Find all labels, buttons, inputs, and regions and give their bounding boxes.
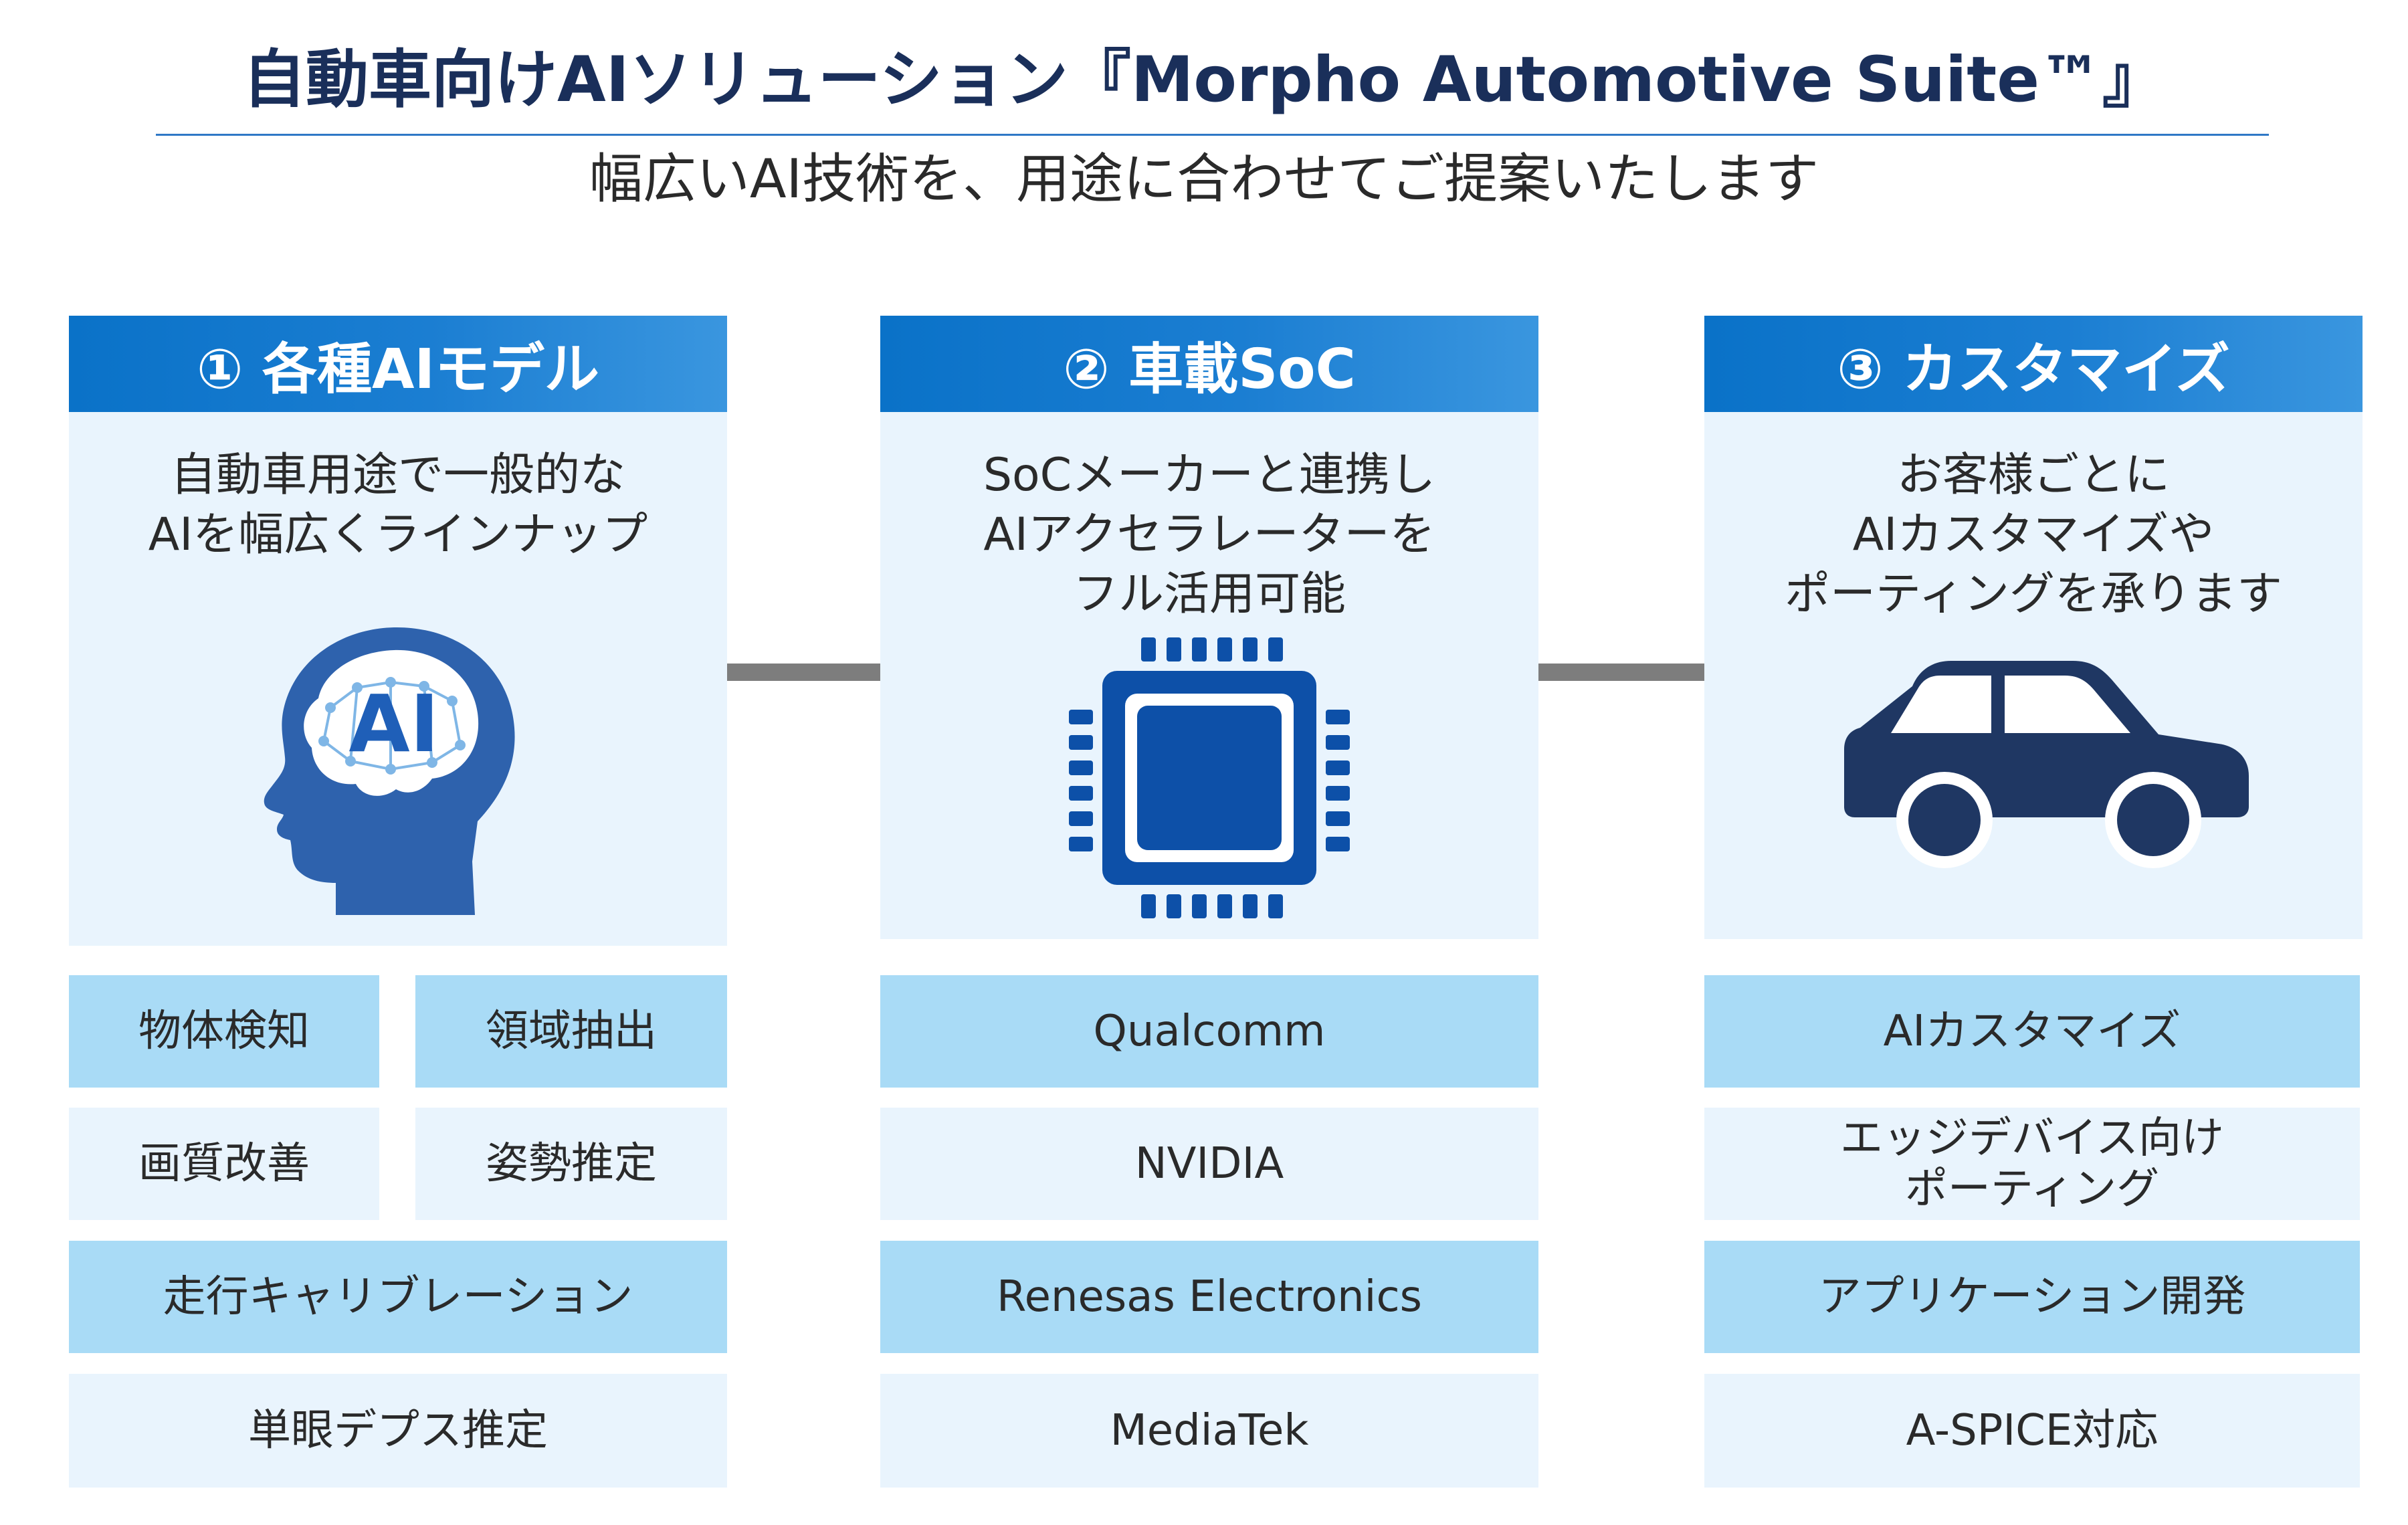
ai-brain-head-icon: AI xyxy=(264,627,515,915)
car-icon xyxy=(1844,661,2249,868)
page-title: 自動車向けAIソリューション『Morpho Automotive Suite™』 xyxy=(243,43,2165,116)
connector-line xyxy=(727,664,880,681)
customize-item-application-development: アプリケーション開発 xyxy=(1704,1241,2360,1353)
title-divider xyxy=(156,134,2269,136)
soc-description: SoCメーカーと連携し AIアクセラレーターを フル活用可能 xyxy=(880,445,1538,624)
ai-brain-label: AI xyxy=(348,678,439,770)
customize-description: お客様ごとに AIカスタマイズや ポーティングを承ります xyxy=(1704,445,2363,624)
soc-item-renesas: Renesas Electronics xyxy=(880,1241,1538,1353)
chip-icon xyxy=(1069,637,1350,918)
customize-item-edge-porting: エッジデバイス向け ポーティング xyxy=(1704,1108,2360,1220)
description-line: AIを幅広くラインナップ xyxy=(148,508,648,561)
description-line: SoCメーカーと連携し xyxy=(983,449,1436,502)
connector-line xyxy=(1538,664,1704,681)
description-line: ポーティングを承ります xyxy=(1785,568,2282,621)
tile-line: エッジデバイス向け xyxy=(1839,1114,2225,1163)
ai-models-description: 自動車用途で一般的な AIを幅広くラインナップ xyxy=(69,445,727,565)
page-subtitle: 幅広いAI技術を、用途に合わせてご提案いたします xyxy=(589,148,1819,210)
ai-models-header: ① 各種AIモデル xyxy=(69,316,727,412)
ai-model-item-object-detection: 物体検知 xyxy=(69,975,379,1088)
tile-line: ポーティング xyxy=(1904,1164,2160,1214)
soc-item-qualcomm: Qualcomm xyxy=(880,975,1538,1088)
soc-item-nvidia: NVIDIA xyxy=(880,1108,1538,1220)
ai-model-item-pose-estimation: 姿勢推定 xyxy=(415,1108,727,1220)
customize-item-ai-customization: AIカスタマイズ xyxy=(1704,975,2360,1088)
customize-item-a-spice: A-SPICE対応 xyxy=(1704,1374,2360,1488)
description-line: AIアクセラレーターを xyxy=(983,508,1435,561)
ai-model-item-calibration: 走行キャリブレーション xyxy=(69,1241,727,1353)
customize-header: ③ カスタマイズ xyxy=(1704,316,2363,412)
soc-header: ② 車載SoC xyxy=(880,316,1538,412)
ai-model-item-segmentation: 領域抽出 xyxy=(415,975,727,1088)
soc-item-mediatek: MediaTek xyxy=(880,1374,1538,1488)
ai-models-body: 自動車用途で一般的な AIを幅広くラインナップ xyxy=(69,412,727,946)
description-line: 自動車用途で一般的な xyxy=(170,449,625,502)
ai-model-item-depth-estimation: 単眼デプス推定 xyxy=(69,1374,727,1488)
ai-model-item-image-enhancement: 画質改善 xyxy=(69,1108,379,1220)
description-line: フル活用可能 xyxy=(1072,568,1346,621)
customize-body: お客様ごとに AIカスタマイズや ポーティングを承ります xyxy=(1704,412,2363,939)
description-line: AIカスタマイズや xyxy=(1852,508,2215,561)
description-line: お客様ごとに xyxy=(1896,449,2170,502)
